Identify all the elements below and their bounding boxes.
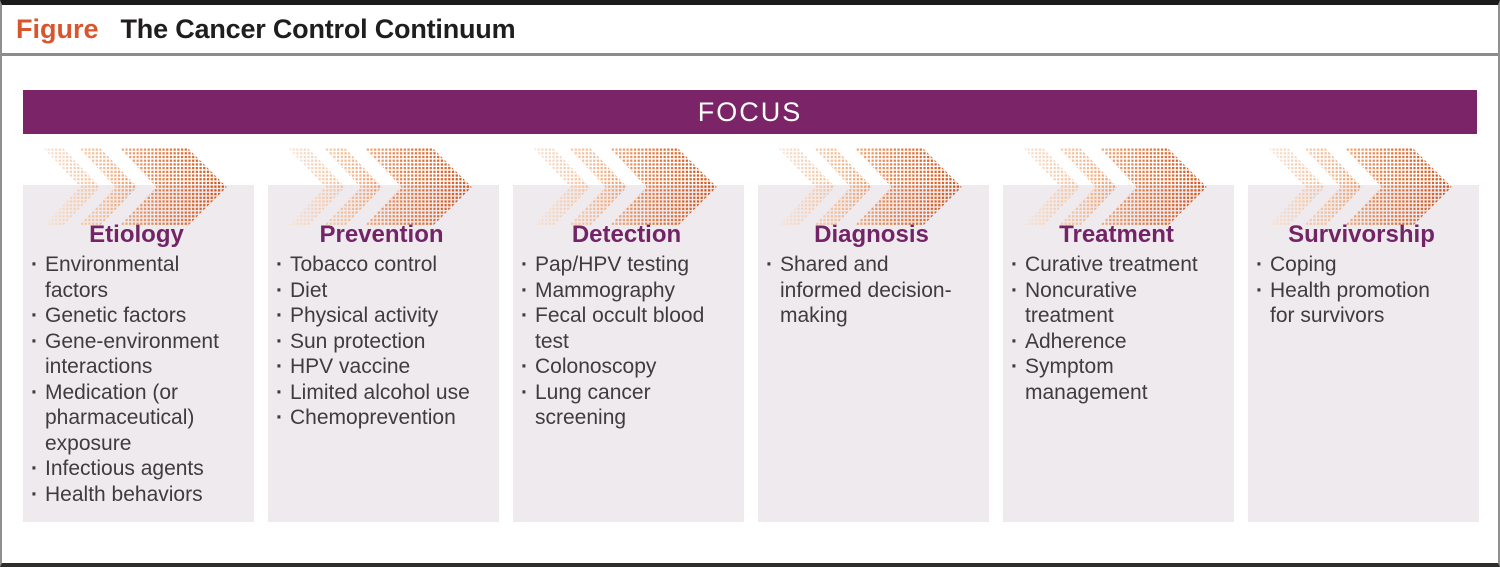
- column-prevention: Prevention Tobacco control Diet Physical…: [268, 148, 499, 522]
- list-item: Curative treatment: [1003, 252, 1230, 278]
- list-item: Fecal occult blood test: [513, 303, 740, 354]
- list-item: Lung cancer screening: [513, 380, 740, 431]
- list-item: Health promotion for survivors: [1248, 278, 1475, 329]
- list-item: Health behaviors: [23, 482, 250, 508]
- column-diagnosis: Diagnosis Shared and informed decision- …: [758, 148, 989, 522]
- list-item: Environmental factors: [23, 252, 250, 303]
- list-item: Symptom management: [1003, 354, 1230, 405]
- list-item: Noncurative treatment: [1003, 278, 1230, 329]
- figure-content: FOCUS Etiology Environmental factors Gen…: [2, 90, 1498, 522]
- figure-title: The Cancer Control Continuum: [120, 13, 516, 44]
- list-item: HPV vaccine: [268, 354, 495, 380]
- list-item: Shared and informed decision- making: [758, 252, 985, 329]
- list-item: Tobacco control: [268, 252, 495, 278]
- item-list: Shared and informed decision- making: [758, 252, 985, 329]
- item-list: Tobacco control Diet Physical activity S…: [268, 252, 495, 431]
- list-item: Mammography: [513, 278, 740, 304]
- item-list: Pap/HPV testing Mammography Fecal occult…: [513, 252, 740, 431]
- column-survivorship: Survivorship Coping Health promotion for…: [1248, 148, 1479, 522]
- continuum-columns: Etiology Environmental factors Genetic f…: [23, 148, 1479, 522]
- halftone-arrow-icon: [43, 148, 229, 226]
- list-item: Coping: [1248, 252, 1475, 278]
- column-treatment: Treatment Curative treatment Noncurative…: [1003, 148, 1234, 522]
- figure-header: Figure The Cancer Control Continuum: [2, 5, 1498, 56]
- figure-label: Figure: [16, 13, 99, 44]
- column-box: Survivorship Coping Health promotion for…: [1248, 185, 1479, 522]
- list-item: Physical activity: [268, 303, 495, 329]
- list-item: Gene-environment interactions: [23, 329, 250, 380]
- list-item: Adherence: [1003, 329, 1230, 355]
- item-list: Environmental factors Genetic factors Ge…: [23, 252, 250, 507]
- halftone-arrow-icon: [778, 148, 964, 226]
- column-box: Etiology Environmental factors Genetic f…: [23, 185, 254, 522]
- list-item: Genetic factors: [23, 303, 250, 329]
- halftone-arrow-icon: [533, 148, 719, 226]
- list-item: Chemoprevention: [268, 405, 495, 431]
- column-etiology: Etiology Environmental factors Genetic f…: [23, 148, 254, 522]
- focus-banner: FOCUS: [23, 90, 1477, 134]
- halftone-arrow-icon: [288, 148, 474, 226]
- halftone-arrow-icon: [1268, 148, 1454, 226]
- list-item: Sun protection: [268, 329, 495, 355]
- halftone-arrow-icon: [1023, 148, 1209, 226]
- list-item: Medication (or pharmaceutical) exposure: [23, 380, 250, 457]
- item-list: Coping Health promotion for survivors: [1248, 252, 1475, 329]
- list-item: Limited alcohol use: [268, 380, 495, 406]
- column-box: Prevention Tobacco control Diet Physical…: [268, 185, 499, 522]
- list-item: Infectious agents: [23, 456, 250, 482]
- column-box: Treatment Curative treatment Noncurative…: [1003, 185, 1234, 522]
- column-box: Detection Pap/HPV testing Mammography Fe…: [513, 185, 744, 522]
- item-list: Curative treatment Noncurative treatment…: [1003, 252, 1230, 405]
- list-item: Pap/HPV testing: [513, 252, 740, 278]
- column-detection: Detection Pap/HPV testing Mammography Fe…: [513, 148, 744, 522]
- list-item: Colonoscopy: [513, 354, 740, 380]
- column-box: Diagnosis Shared and informed decision- …: [758, 185, 989, 522]
- list-item: Diet: [268, 278, 495, 304]
